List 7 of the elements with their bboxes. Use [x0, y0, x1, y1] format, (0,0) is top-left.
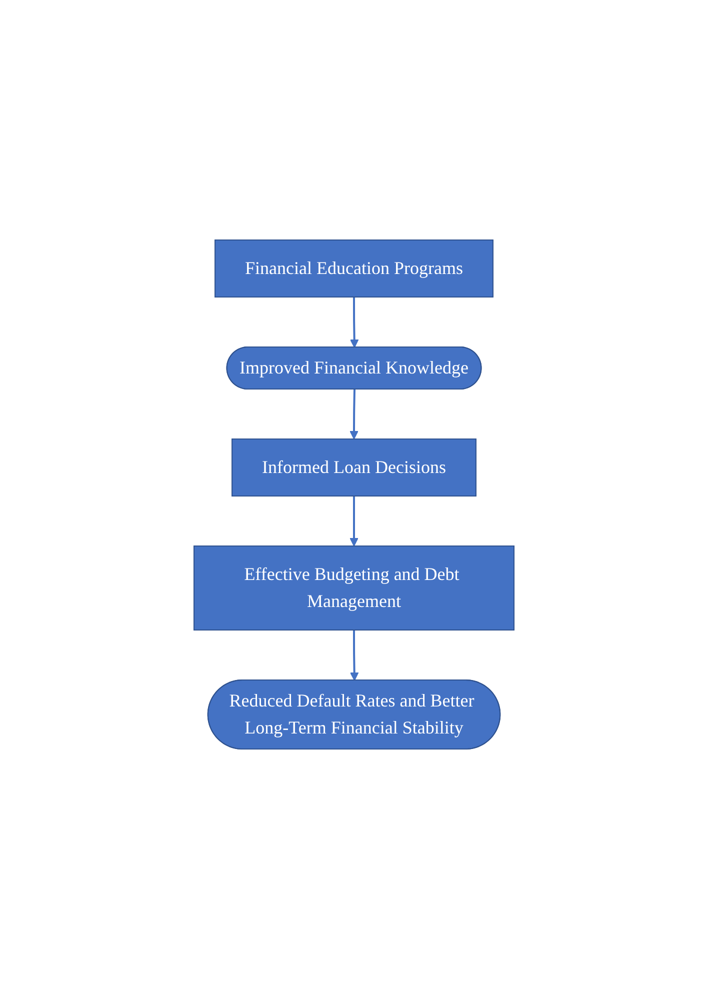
arrow [349, 630, 358, 680]
arrow [349, 296, 358, 348]
node-box: Informed Loan Decisions [231, 438, 476, 496]
node-box: Financial Education Programs [214, 239, 493, 297]
arrow [349, 496, 358, 546]
node-box: Effective Budgeting and Debt Management [193, 545, 514, 630]
arrow [349, 388, 358, 439]
